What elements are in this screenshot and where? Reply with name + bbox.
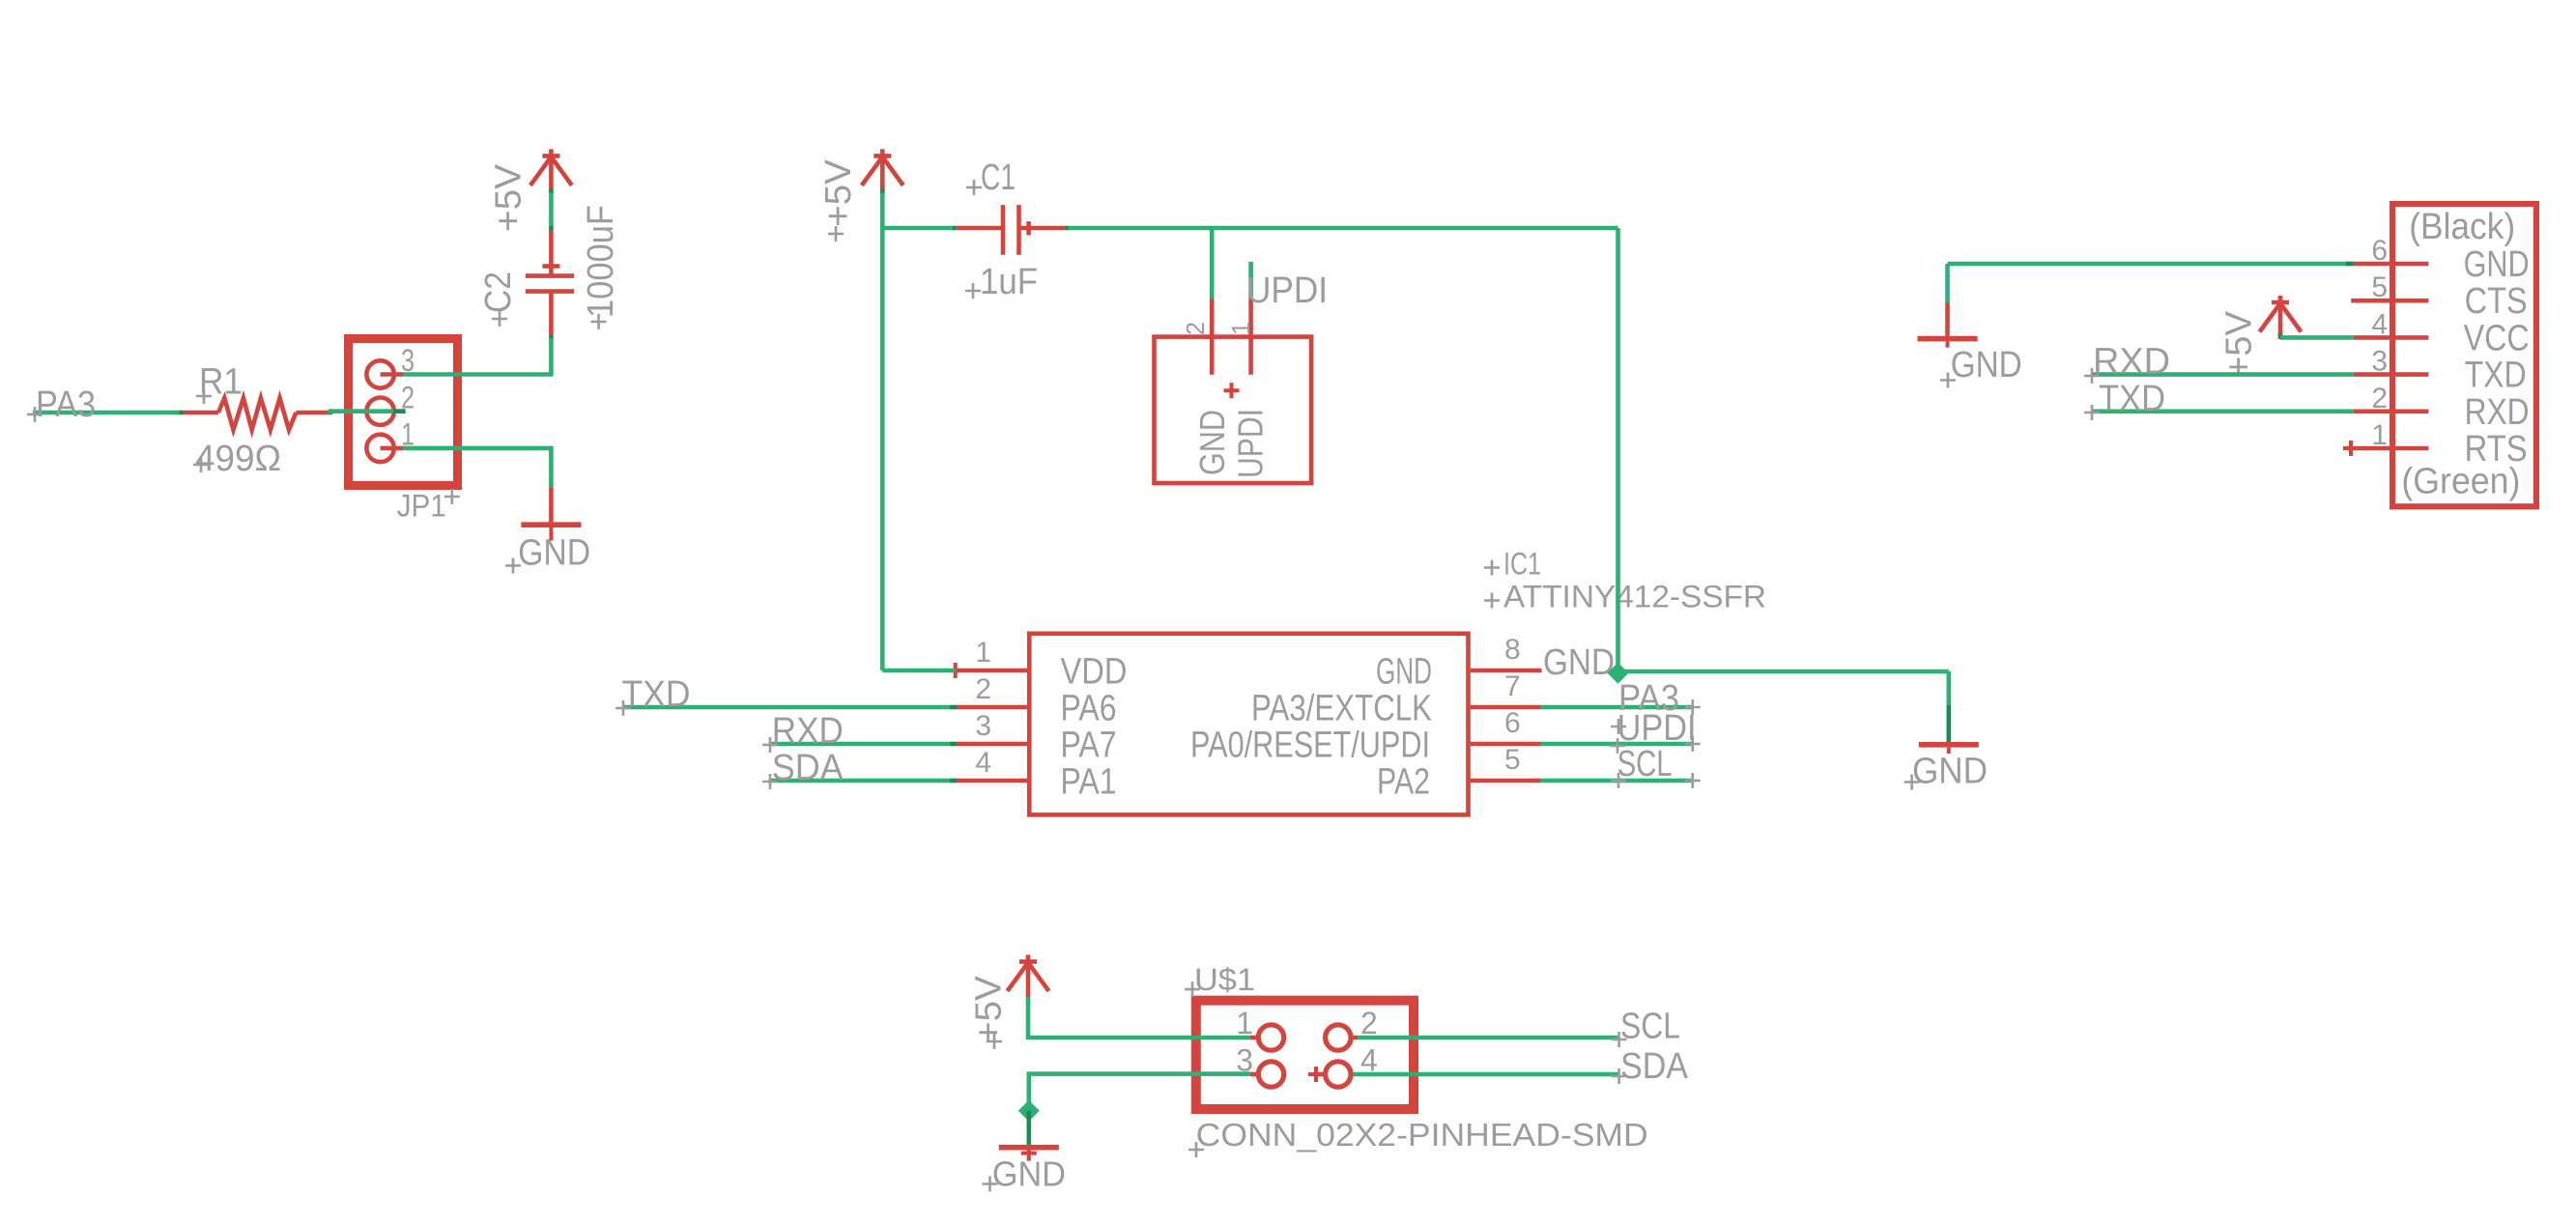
svg-text:ATTINY412-SSFR: ATTINY412-SSFR	[1503, 580, 1766, 614]
svg-text:PA3: PA3	[36, 385, 96, 425]
svg-text:PA7: PA7	[1061, 726, 1117, 766]
svg-text:GND: GND	[1543, 642, 1615, 683]
svg-text:CONN_02X2-PINHEAD-SMD: CONN_02X2-PINHEAD-SMD	[1196, 1117, 1648, 1153]
svg-text:IC1: IC1	[1503, 546, 1541, 581]
svg-text:CTS: CTS	[2465, 281, 2528, 322]
svg-text:5: 5	[1504, 744, 1521, 776]
svg-text:5: 5	[2371, 271, 2388, 303]
svg-text:SCL: SCL	[1617, 744, 1673, 784]
svg-text:4: 4	[975, 747, 991, 779]
svg-text:PA2: PA2	[1377, 762, 1430, 803]
svg-text:C1: C1	[981, 157, 1016, 198]
svg-text:GND: GND	[1951, 345, 2022, 385]
svg-text:+5V: +5V	[489, 163, 530, 232]
svg-text:6: 6	[2371, 235, 2388, 267]
svg-text:SCL: SCL	[1620, 1007, 1680, 1047]
svg-text:1: 1	[1226, 322, 1255, 335]
svg-text:VCC: VCC	[2464, 318, 2530, 358]
svg-text:7: 7	[1504, 670, 1521, 702]
svg-text:2: 2	[401, 381, 415, 415]
svg-text:8: 8	[1504, 634, 1521, 666]
svg-text:PA3: PA3	[1618, 678, 1679, 719]
svg-text:C2: C2	[478, 271, 519, 313]
svg-text:(Black): (Black)	[2409, 207, 2515, 247]
svg-text:TXD: TXD	[622, 674, 691, 715]
svg-text:GND: GND	[1912, 752, 1988, 792]
svg-text:UPDI: UPDI	[1246, 271, 1328, 311]
svg-text:3: 3	[2371, 346, 2388, 378]
svg-text:6: 6	[1504, 707, 1521, 739]
svg-text:GND: GND	[1192, 410, 1232, 475]
svg-text:UPDI: UPDI	[1617, 708, 1697, 749]
svg-text:3: 3	[1236, 1043, 1253, 1078]
svg-text:GND: GND	[518, 533, 590, 574]
svg-text:1000uF: 1000uF	[581, 205, 621, 318]
svg-text:SDA: SDA	[772, 748, 844, 788]
svg-text:PA1: PA1	[1061, 762, 1117, 803]
svg-text:2: 2	[975, 673, 991, 705]
svg-text:RXD: RXD	[2465, 392, 2530, 433]
svg-text:RXD: RXD	[772, 711, 844, 752]
svg-text:4: 4	[2371, 308, 2388, 340]
svg-text:RXD: RXD	[2093, 342, 2170, 383]
svg-text:PA0/RESET/UPDI: PA0/RESET/UPDI	[1190, 726, 1430, 766]
svg-text:499Ω: 499Ω	[195, 439, 281, 479]
svg-text:1: 1	[2371, 419, 2388, 451]
svg-text:2: 2	[1360, 1006, 1378, 1040]
svg-text:TXD: TXD	[2099, 379, 2165, 419]
svg-text:3: 3	[401, 343, 415, 378]
svg-text:1: 1	[1236, 1006, 1253, 1040]
svg-text:2: 2	[1181, 322, 1210, 335]
svg-text:UPDI: UPDI	[1230, 409, 1270, 478]
svg-text:3: 3	[975, 710, 991, 742]
svg-text:(Green): (Green)	[2401, 462, 2520, 502]
svg-text:GND: GND	[1376, 652, 1432, 693]
svg-text:U$1: U$1	[1194, 962, 1255, 997]
svg-text:GND: GND	[2464, 244, 2530, 285]
svg-text:1: 1	[975, 637, 991, 669]
svg-text:VDD: VDD	[1061, 652, 1128, 693]
svg-text:SDA: SDA	[1620, 1046, 1689, 1087]
svg-text:TXD: TXD	[2465, 356, 2527, 396]
svg-text:4: 4	[1360, 1043, 1378, 1078]
svg-text:PA3/EXTCLK: PA3/EXTCLK	[1251, 689, 1432, 729]
svg-text:1uF: 1uF	[980, 262, 1038, 302]
svg-text:RTS: RTS	[2465, 429, 2528, 470]
svg-text:GND: GND	[992, 1154, 1066, 1194]
svg-text:+5V: +5V	[2219, 310, 2260, 378]
svg-text:+5V: +5V	[969, 975, 1010, 1043]
svg-text:+5V: +5V	[818, 158, 859, 227]
svg-text:2: 2	[2371, 383, 2388, 414]
svg-text:1: 1	[401, 417, 415, 452]
svg-text:JP1: JP1	[397, 489, 446, 524]
svg-text:PA6: PA6	[1061, 689, 1117, 729]
